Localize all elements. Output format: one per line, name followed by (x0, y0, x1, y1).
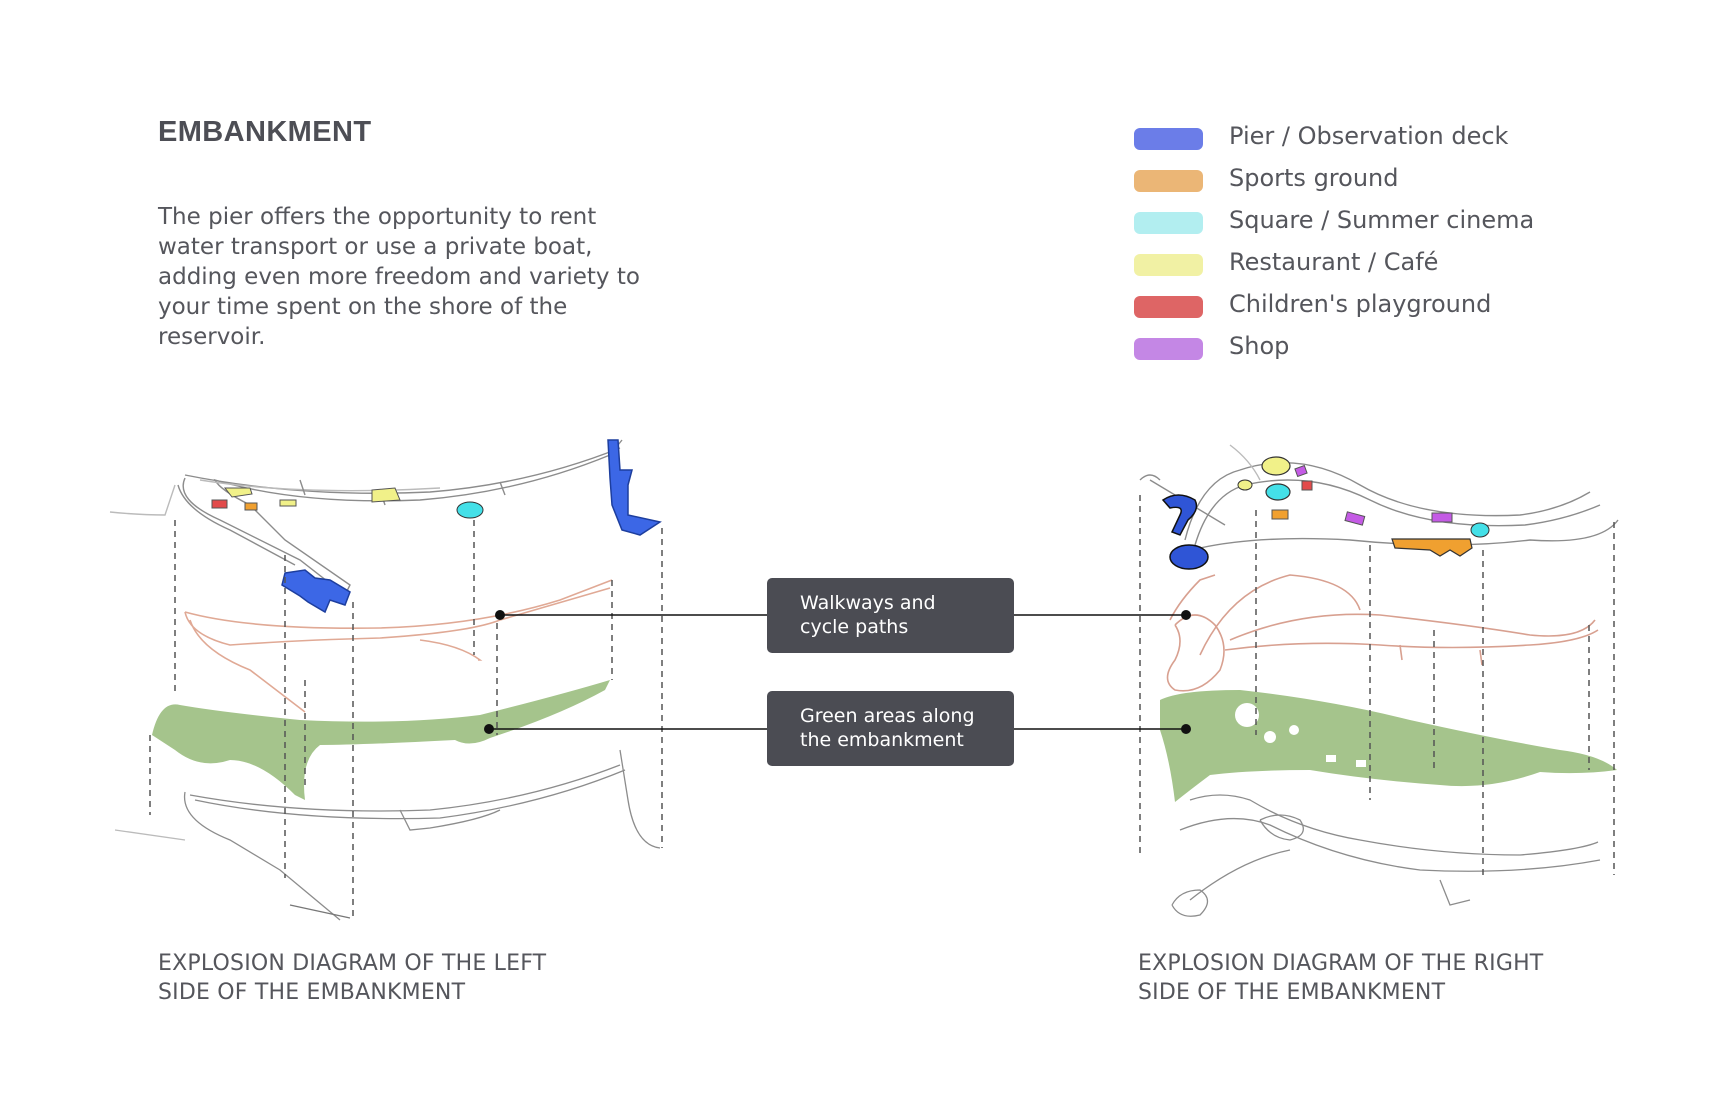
legend-swatch (1134, 296, 1203, 318)
left-dashed-lines (149, 520, 663, 918)
caption-line: EXPLOSION DIAGRAM OF THE LEFT (158, 951, 547, 976)
square-shape (1470, 522, 1490, 538)
legend-item-sports: Sports ground (1134, 162, 1654, 204)
legend-swatch (1134, 170, 1203, 192)
legend-swatch (1134, 212, 1203, 234)
caption-line: SIDE OF THE EMBANKMENT (1138, 980, 1446, 1005)
caption-line: EXPLOSION DIAGRAM OF THE RIGHT (1138, 951, 1544, 976)
restaurant-shape (279, 499, 297, 507)
sports-shape (1271, 509, 1289, 520)
shop-shape (1344, 511, 1366, 526)
restaurant-shape (1261, 456, 1291, 476)
description-text: The pier offers the opportunity to rent … (158, 202, 718, 352)
callout-line: Walkways and (800, 592, 936, 614)
legend-label: Square / Summer cinema (1229, 206, 1535, 234)
legend-item-shop: Shop (1134, 330, 1654, 372)
page-title: EMBANKMENT (158, 116, 372, 148)
callout-green-areas: Green areas along the embankment (767, 691, 1014, 766)
description-line: The pier offers the opportunity to rent (158, 204, 597, 230)
legend-label: Shop (1229, 332, 1290, 360)
restaurant-shape (371, 487, 401, 503)
callout-line: cycle paths (800, 616, 909, 638)
square-shape (456, 501, 484, 519)
description-line: reservoir. (158, 324, 266, 350)
shop-shape (1431, 512, 1453, 523)
left-green-layer (152, 680, 610, 800)
sports-shape (1391, 538, 1473, 557)
caption-left-diagram: EXPLOSION DIAGRAM OF THE LEFT SIDE OF TH… (158, 949, 546, 1007)
legend-item-playground: Children's playground (1134, 288, 1654, 330)
legend-swatch (1134, 254, 1203, 276)
legend-item-pier: Pier / Observation deck (1134, 120, 1654, 162)
pier-shape (607, 439, 662, 536)
right-explosion-diagram (1014, 444, 1619, 917)
description-line: adding even more freedom and variety to (158, 264, 640, 290)
restaurant-shape (223, 487, 253, 498)
right-green-layer (1160, 690, 1617, 802)
sports-shape (244, 502, 258, 511)
caption-right-diagram: EXPLOSION DIAGRAM OF THE RIGHT SIDE OF T… (1138, 949, 1543, 1007)
left-paths-layer (184, 579, 613, 713)
callout-line: Green areas along (800, 705, 975, 727)
caption-line: SIDE OF THE EMBANKMENT (158, 980, 466, 1005)
pier-shape (1161, 494, 1198, 536)
callout-walkways: Walkways and cycle paths (767, 578, 1014, 653)
playground-shape (211, 499, 228, 509)
legend-swatch (1134, 128, 1203, 150)
legend-item-restaurant: Restaurant / Café (1134, 246, 1654, 288)
legend-label: Children's playground (1229, 290, 1492, 318)
left-explosion-diagram (109, 439, 767, 921)
legend-label: Pier / Observation deck (1229, 122, 1509, 150)
callout-line: the embankment (800, 729, 964, 751)
square-shape (1265, 483, 1291, 501)
right-function-layer (1139, 444, 1619, 549)
legend-label: Sports ground (1229, 164, 1399, 192)
right-dashed-lines (1139, 495, 1615, 880)
legend-label: Restaurant / Café (1229, 248, 1439, 276)
right-base-layer (1171, 794, 1601, 917)
right-green-voids (1235, 703, 1366, 767)
restaurant-shape (1237, 479, 1253, 491)
left-function-layer (109, 439, 623, 597)
legend-item-square: Square / Summer cinema (1134, 204, 1654, 246)
playground-shape (1301, 480, 1313, 491)
description-line: your time spent on the shore of the (158, 294, 568, 320)
shop-shape (1294, 464, 1308, 478)
right-paths-layer (1166, 574, 1599, 692)
legend: Pier / Observation deck Sports ground Sq… (1134, 120, 1654, 372)
left-base-layer (114, 749, 661, 921)
pier-shape (1169, 544, 1209, 570)
legend-swatch (1134, 338, 1203, 360)
pier-shape (281, 569, 351, 614)
description-line: water transport or use a private boat, (158, 234, 593, 260)
